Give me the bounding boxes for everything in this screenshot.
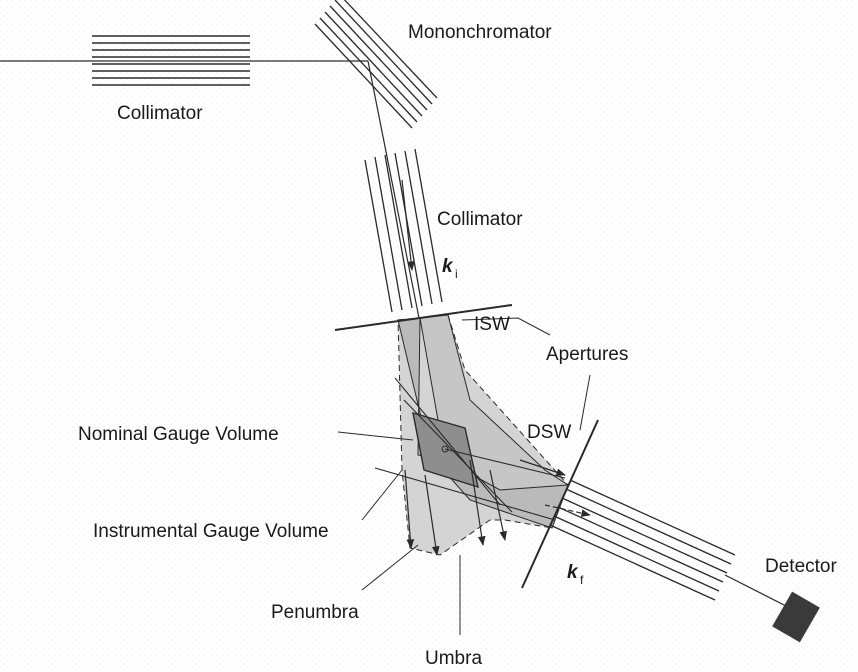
leader-lines bbox=[337, 317, 591, 635]
diffracted-arrow bbox=[519, 459, 566, 476]
dsw-aperture bbox=[521, 419, 599, 589]
incident-beam-arrow bbox=[401, 179, 415, 271]
label-dsw: DSW bbox=[527, 422, 571, 443]
label-k-incident-sub: i bbox=[455, 267, 458, 281]
detector-beam-path bbox=[724, 574, 791, 609]
label-umbra: Umbra bbox=[425, 648, 482, 669]
primary-collimator bbox=[92, 35, 250, 86]
nominal-gauge-volume-shape bbox=[412, 412, 479, 489]
incident-beam-path bbox=[0, 60, 420, 319]
label-apertures: Apertures bbox=[546, 344, 628, 365]
label-k-final-sub: f bbox=[580, 573, 584, 587]
diffracted-collimator bbox=[549, 479, 736, 601]
label-k-incident: k bbox=[442, 256, 454, 277]
detector-block bbox=[772, 591, 820, 643]
label-isw: ISW bbox=[474, 314, 510, 335]
label-detector: Detector bbox=[765, 556, 837, 577]
label-primary-collimator: Collimator bbox=[117, 103, 203, 124]
label-monochromator: Mononchromator bbox=[408, 22, 552, 43]
label-penumbra: Penumbra bbox=[271, 602, 359, 623]
isw-aperture bbox=[334, 304, 513, 331]
gauge-centre-marker bbox=[441, 445, 449, 453]
label-incident-collimator: Collimator bbox=[437, 209, 523, 230]
incident-collimator bbox=[364, 148, 443, 313]
label-k-final: k bbox=[567, 562, 579, 583]
label-nominal-gauge-volume: Nominal Gauge Volume bbox=[78, 424, 279, 445]
monochromator-crystal bbox=[314, 0, 438, 129]
label-instrumental-gauge-volume: Instrumental Gauge Volume bbox=[93, 521, 329, 542]
transmitted-arrows bbox=[404, 459, 507, 556]
